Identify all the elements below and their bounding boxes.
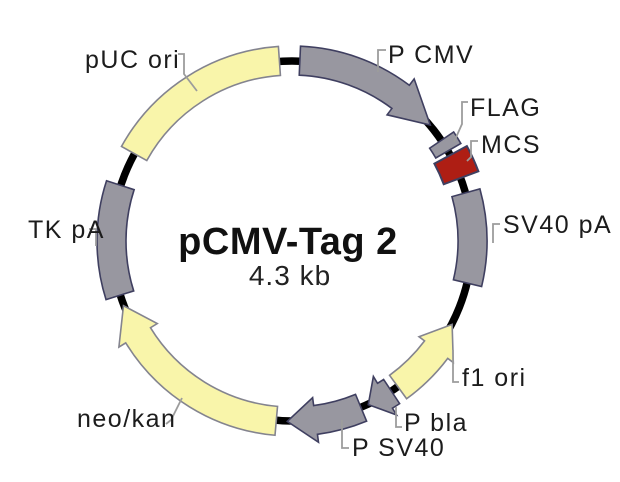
- label-sv40-pa: SV40 pA: [503, 211, 612, 239]
- leader-sv40-pa: [492, 223, 500, 243]
- leader-puc-ori: [178, 53, 198, 92]
- label-flag: FLAG: [470, 94, 541, 122]
- leader-p-cmv: [377, 49, 386, 72]
- leader-f1-ori: [452, 350, 459, 383]
- segment-puc-ori: [120, 45, 282, 162]
- segment-tk-pa: [96, 179, 136, 301]
- label-f1-ori: f1 ori: [462, 364, 527, 392]
- label-mcs: MCS: [481, 131, 541, 159]
- label-tk-pa: TK pA: [28, 216, 105, 244]
- plasmid-feature-layer: [96, 45, 488, 444]
- label-leader-layer: [89, 49, 500, 449]
- leader-flag: [453, 101, 468, 143]
- leader-neo-kan: [165, 397, 183, 425]
- segment-p-sv40: [285, 393, 368, 444]
- segment-sv40-pa: [450, 187, 488, 288]
- plasmid-title: pCMV-Tag 2: [178, 221, 398, 263]
- leader-tk-pa: [89, 228, 97, 246]
- label-neo-kan: neo/kan: [77, 405, 176, 433]
- plasmid-size: 4.3 kb: [249, 260, 331, 291]
- leader-p-sv40: [341, 420, 349, 449]
- label-p-sv40: P SV40: [352, 434, 445, 462]
- segment-f1-ori: [388, 323, 455, 400]
- segment-neo-kan: [117, 304, 279, 437]
- leader-p-bla: [395, 407, 402, 428]
- segment-p-cmv: [298, 45, 432, 127]
- label-p-cmv: P CMV: [388, 41, 474, 69]
- segment-p-bla: [367, 374, 401, 417]
- label-p-bla: P bla: [404, 409, 468, 437]
- label-puc-ori: pUC ori: [85, 46, 180, 74]
- leader-mcs: [466, 140, 478, 162]
